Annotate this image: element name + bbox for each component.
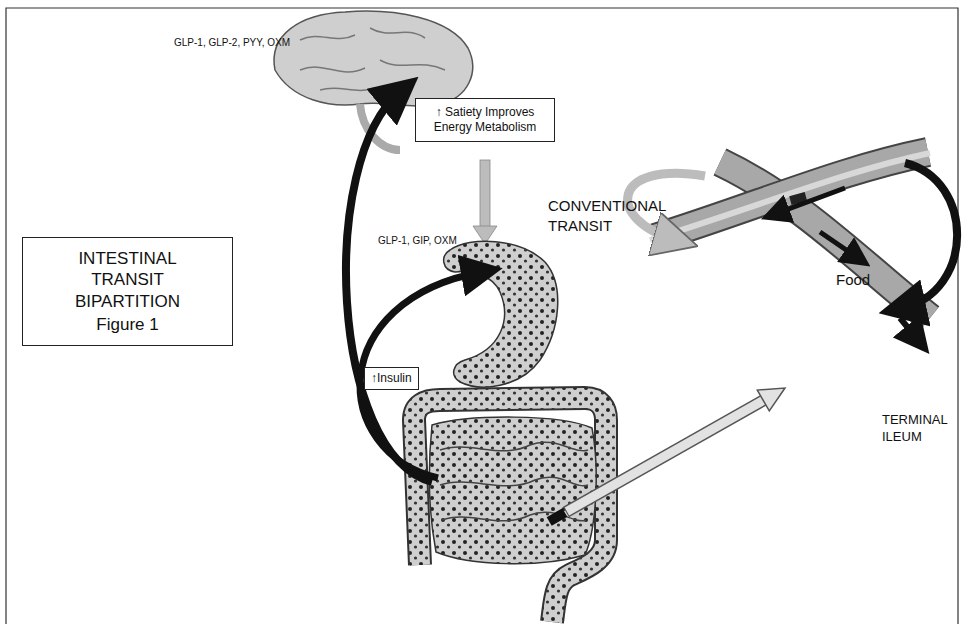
node-text: ↑ Satiety Improves Energy Metabolism	[429, 105, 541, 135]
title-box: INTESTINAL TRANSIT BIPARTITIONFigure 1	[22, 237, 233, 346]
hormone-arrow	[346, 92, 432, 482]
hormone-label: GLP-1, GIP, OXM	[378, 234, 457, 247]
descending-arrow	[473, 160, 497, 244]
frame	[6, 8, 958, 624]
bipartition-site	[547, 508, 568, 526]
food-label: Food	[836, 270, 870, 290]
stomach	[444, 241, 558, 387]
zoom-arrow	[566, 388, 785, 512]
food-arrow	[902, 163, 957, 308]
effect-box: ↑ Satiety Improves Energy Metabolism	[415, 98, 555, 142]
segment-label: TERMINAL ILEUM	[882, 412, 954, 446]
figure-label: Figure 1	[38, 314, 218, 335]
effect-box: ↑Insulin	[364, 367, 419, 390]
hormone-label: GLP-1, GLP-2, PYY, OXM	[170, 36, 290, 49]
node-text: INTESTINAL TRANSIT BIPARTITION	[58, 248, 198, 312]
hormone-arrow	[360, 272, 482, 478]
flow-arrow	[820, 232, 858, 258]
node-text: ↑Insulin	[371, 371, 412, 386]
small-intestine	[429, 417, 596, 564]
transit-label: CONVENTIONAL TRANSIT	[548, 196, 683, 235]
ileum-arrow	[900, 318, 918, 340]
flow-arrow	[775, 188, 845, 214]
